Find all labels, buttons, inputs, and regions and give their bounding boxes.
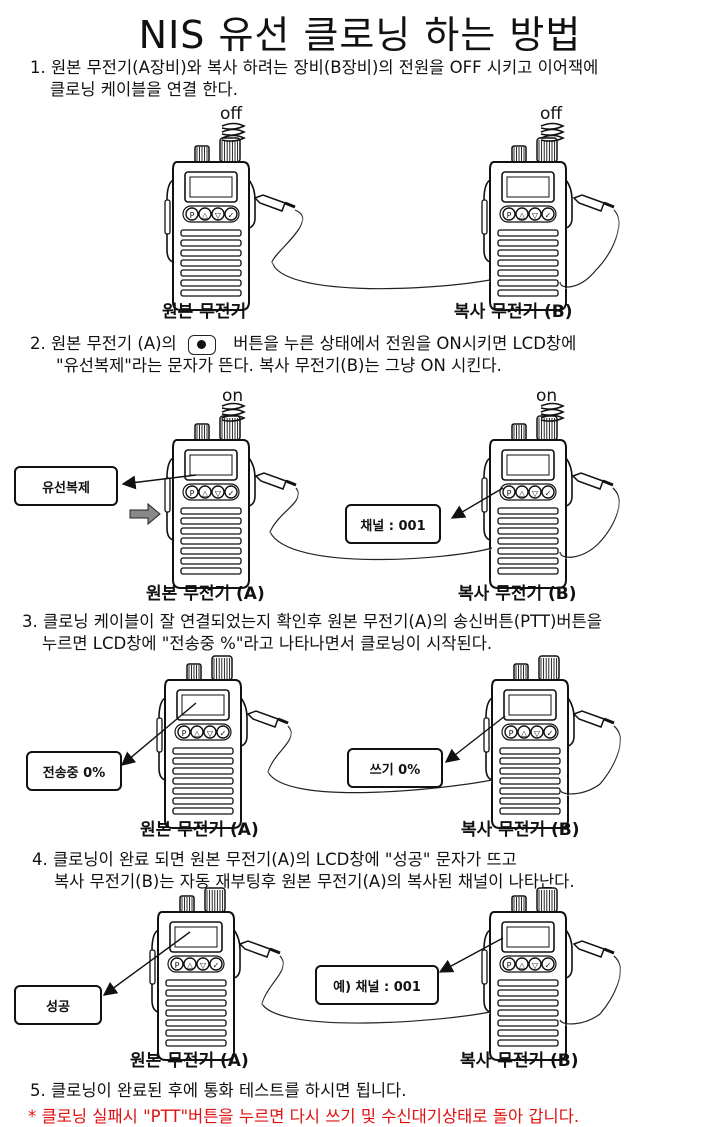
cloning-cable-3 <box>267 725 493 794</box>
svg-text:✓: ✓ <box>228 489 235 498</box>
svg-text:▽: ▽ <box>532 489 539 498</box>
svg-text:P: P <box>507 211 512 220</box>
svg-text:✓: ✓ <box>547 729 554 738</box>
svg-text:P: P <box>175 961 180 970</box>
failure-note: * 클로닝 실패시 "PTT"버튼을 누르면 다시 쓰기 및 수신대기상태로 돌… <box>28 1107 580 1126</box>
radio-b-2: P △ ▽ ✓ <box>481 415 573 589</box>
earjack-cable-b-4 <box>559 955 621 1025</box>
earjack-a-1 <box>253 194 296 212</box>
earjack-cable-b-3 <box>559 725 621 795</box>
step-1-text: 1. 원본 무전기(A장비)와 복사 하려는 장비(B장비)의 전원을 OFF … <box>30 58 599 99</box>
device-label-a-3: 원본 무전기 (A) <box>140 820 259 840</box>
display-callout-a-3: 전송중 0% <box>26 751 122 791</box>
svg-text:P: P <box>190 211 195 220</box>
step-2-text: 2. 원본 무전기 (A)의 버튼을 누른 상태에서 전원을 ON시키면 LCD… <box>30 334 577 375</box>
cloning-cable-1 <box>271 209 491 290</box>
display-callout-b-2: 채널 : 001 <box>345 504 441 544</box>
callout-arrow-a-3 <box>120 702 197 766</box>
device-label-b-1: 복사 무전기 (B) <box>454 302 573 322</box>
earjack-cable-b-1 <box>559 209 620 288</box>
device-label-b-4: 복사 무전기 (B) <box>460 1051 579 1071</box>
svg-text:P: P <box>507 961 512 970</box>
svg-text:△: △ <box>519 211 526 220</box>
radio-b-3: P △ ▽ ✓ <box>483 655 575 829</box>
earjack-b-4 <box>572 940 615 958</box>
svg-text:△: △ <box>187 961 194 970</box>
power-label-b-2: on <box>536 386 558 406</box>
svg-text:▽: ▽ <box>532 211 539 220</box>
power-coil-b-1 <box>540 122 565 142</box>
button-icon <box>187 334 216 355</box>
earjack-a-2 <box>254 472 297 490</box>
callout-arrow-a-4 <box>102 931 191 996</box>
earjack-cable-b-2 <box>559 487 620 558</box>
svg-text:△: △ <box>202 211 209 220</box>
display-callout-b-3: 쓰기 0% <box>347 748 443 788</box>
svg-text:✓: ✓ <box>213 961 220 970</box>
svg-text:✓: ✓ <box>545 489 552 498</box>
step-3-text: 3. 클로닝 케이블이 잘 연결되었는지 확인후 원본 무전기(A)의 송신버튼… <box>22 612 602 653</box>
device-label-a-1: 원본 무전기 <box>162 302 247 322</box>
earjack-a-3 <box>246 710 289 728</box>
callout-arrow-a-2 <box>121 474 197 490</box>
svg-text:✓: ✓ <box>545 211 552 220</box>
svg-text:▽: ▽ <box>215 489 222 498</box>
device-label-b-3: 복사 무전기 (B) <box>461 820 580 840</box>
svg-text:P: P <box>507 489 512 498</box>
svg-text:△: △ <box>519 961 526 970</box>
svg-text:✓: ✓ <box>228 211 235 220</box>
svg-text:▽: ▽ <box>534 729 541 738</box>
page-title: NIS 유선 클로닝 하는 방법 <box>138 13 582 57</box>
svg-text:△: △ <box>194 729 201 738</box>
display-callout-b-4: 예) 채널 : 001 <box>315 965 439 1005</box>
svg-text:▽: ▽ <box>532 961 539 970</box>
cloning-cable-2 <box>269 487 493 561</box>
svg-text:P: P <box>190 489 195 498</box>
earjack-b-3 <box>572 710 615 728</box>
display-callout-a-4: 성공 <box>14 985 102 1025</box>
power-label-a-2: on <box>222 386 244 406</box>
svg-text:△: △ <box>521 729 528 738</box>
svg-text:✓: ✓ <box>220 729 227 738</box>
callout-arrow-b-4 <box>438 937 504 973</box>
earjack-b-2 <box>571 472 614 490</box>
svg-text:P: P <box>509 729 514 738</box>
svg-text:▽: ▽ <box>207 729 214 738</box>
radio-a-3: P △ ▽ ✓ <box>156 655 248 829</box>
ptt-pointer-arrow-icon <box>129 502 161 526</box>
device-label-a-2: 원본 무전기 (A) <box>146 584 265 604</box>
power-coil-b-2 <box>540 402 565 422</box>
svg-text:✓: ✓ <box>545 961 552 970</box>
cloning-cable-4 <box>261 955 491 1024</box>
radio-b-4: P △ ▽ ✓ <box>481 887 573 1061</box>
device-label-b-2: 복사 무전기 (B) <box>458 584 577 604</box>
svg-text:△: △ <box>519 489 526 498</box>
earjack-a-4 <box>238 940 281 958</box>
power-label-a-1: off <box>220 104 243 124</box>
step-5-text: 5. 클로닝이 완료된 후에 통화 테스트를 하시면 됩니다. <box>30 1081 407 1100</box>
callout-arrow-b-2 <box>450 487 504 519</box>
display-callout-a-2: 유선복제 <box>14 466 118 506</box>
power-label-b-1: off <box>540 104 563 124</box>
power-coil-a-1 <box>221 122 246 142</box>
radio-a-2: P △ ▽ ✓ <box>164 415 256 589</box>
svg-text:P: P <box>182 729 187 738</box>
radio-b-1: P △ ▽ ✓ <box>481 137 573 311</box>
radio-a-4: P △ ▽ ✓ <box>149 887 241 1061</box>
earjack-b-1 <box>572 194 615 212</box>
svg-text:▽: ▽ <box>215 211 222 220</box>
radio-a-1: P △ ▽ ✓ <box>164 137 256 311</box>
step-4-text: 4. 클로닝이 완료 되면 원본 무전기(A)의 LCD창에 "성공" 문자가 … <box>32 850 575 891</box>
svg-text:▽: ▽ <box>200 961 207 970</box>
callout-arrow-b-3 <box>444 715 506 763</box>
device-label-a-4: 원본 무전기 (A) <box>130 1051 249 1071</box>
power-coil-a-2 <box>221 402 246 422</box>
svg-text:△: △ <box>202 489 209 498</box>
